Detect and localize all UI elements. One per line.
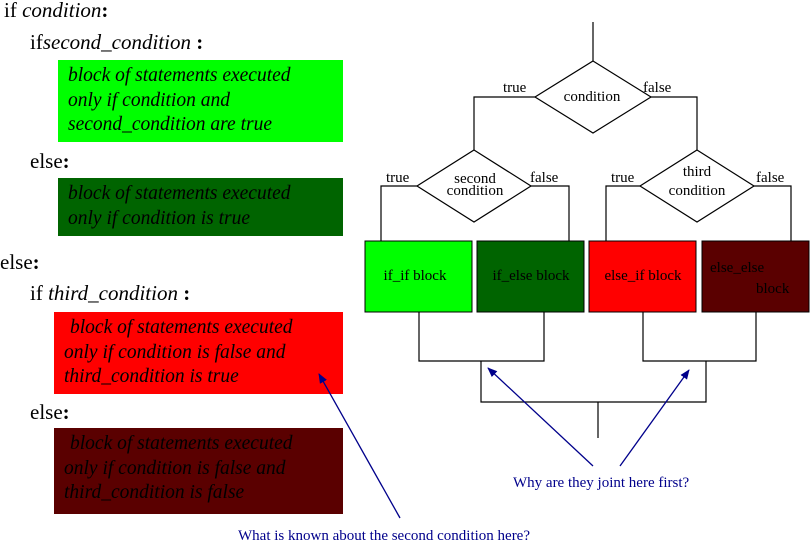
else-else-block-label-line2: block <box>756 281 790 297</box>
condition-diamond-label: condition <box>564 89 621 105</box>
block-line: only if condition is false and <box>64 457 286 479</box>
else-else-block-label-line1: else_else <box>710 260 764 276</box>
block-line: second_condition are true <box>68 114 272 135</box>
if-if-block-label: if_if block <box>384 268 447 284</box>
second-condition-label-line1: second <box>454 171 496 187</box>
condition-false-label: false <box>643 80 672 96</box>
if-keyword: if <box>4 0 17 22</box>
else-else-code-block: block of statements executed only if con… <box>54 428 343 514</box>
colon: : <box>196 30 204 54</box>
else-if-block <box>588 240 697 313</box>
else-keyword: else <box>30 149 63 173</box>
code-if-third-condition-line: if third_condition : <box>30 281 190 305</box>
block-line: only if condition is true <box>68 207 250 229</box>
code-else-line-1: else: <box>30 149 70 173</box>
colon: : <box>101 0 109 22</box>
joint-arrow-left <box>487 367 594 467</box>
block-line: only if condition is false and <box>64 341 286 363</box>
block-line: third_condition is true <box>64 366 239 387</box>
code-if-second-condition-line: ifsecond_condition : <box>30 30 203 54</box>
if-if-block <box>364 240 473 313</box>
second-condition-label-line2: condition <box>447 183 504 199</box>
second-true-line <box>380 185 417 241</box>
third-condition-diamond <box>638 149 756 223</box>
third-false-label: false <box>756 170 785 186</box>
third-false-line <box>754 185 792 241</box>
if-keyword: if <box>30 30 43 54</box>
third-condition-label-line1: third <box>683 164 712 180</box>
colon: : <box>62 149 70 173</box>
block-line: third_condition is false <box>64 482 245 503</box>
colon: : <box>62 400 70 424</box>
third-true-label: true <box>611 170 635 186</box>
second-condition-question-text: What is known about the second condition… <box>238 528 530 542</box>
third-condition-variable: third_condition <box>48 281 178 305</box>
code-if-condition-line: if condition: <box>4 0 108 22</box>
if-else-code-block: block of statements executed only if con… <box>58 178 343 236</box>
else-keyword: else <box>30 400 63 424</box>
code-else-line-2: else: <box>30 400 70 424</box>
colon: : <box>183 281 191 305</box>
true-branch-line <box>473 96 535 150</box>
if-if-code-block: block of statements executed only if con… <box>58 60 343 142</box>
condition-true-label: true <box>503 80 527 96</box>
third-condition-label-line2: condition <box>669 183 726 199</box>
block-line: block of statements executed <box>68 183 291 204</box>
block-line: block of statements executed <box>70 317 293 338</box>
block-line: block of statements executed <box>68 65 291 86</box>
code-outer-else-line: else: <box>0 250 40 274</box>
else-if-code-block: block of statements executed only if con… <box>54 312 343 394</box>
if-else-block-label: if_else block <box>492 268 570 284</box>
else-keyword: else <box>0 250 33 274</box>
else-else-block <box>701 240 810 313</box>
second-true-label: true <box>386 170 410 186</box>
block-line: only if condition and <box>68 89 230 111</box>
colon: : <box>32 250 40 274</box>
second-condition-arrow <box>318 373 401 519</box>
joint-arrow-right <box>619 369 690 467</box>
second-condition-variable: second_condition <box>42 30 191 54</box>
second-false-label: false <box>530 170 559 186</box>
condition-diamond <box>533 60 653 134</box>
final-join-line <box>480 361 707 403</box>
second-condition-diamond <box>415 149 533 223</box>
condition-variable: condition <box>22 0 102 22</box>
left-pair-join-line <box>418 312 545 362</box>
block-line: block of statements executed <box>70 433 293 454</box>
if-else-block <box>476 240 585 313</box>
else-if-block-label: else_if block <box>604 268 682 284</box>
joint-question-text: Why are they joint here first? <box>513 475 690 491</box>
false-branch-line <box>651 96 698 150</box>
if-keyword: if <box>30 281 43 305</box>
third-true-line <box>605 185 640 241</box>
second-false-line <box>531 185 570 241</box>
right-pair-join-line <box>642 312 757 362</box>
